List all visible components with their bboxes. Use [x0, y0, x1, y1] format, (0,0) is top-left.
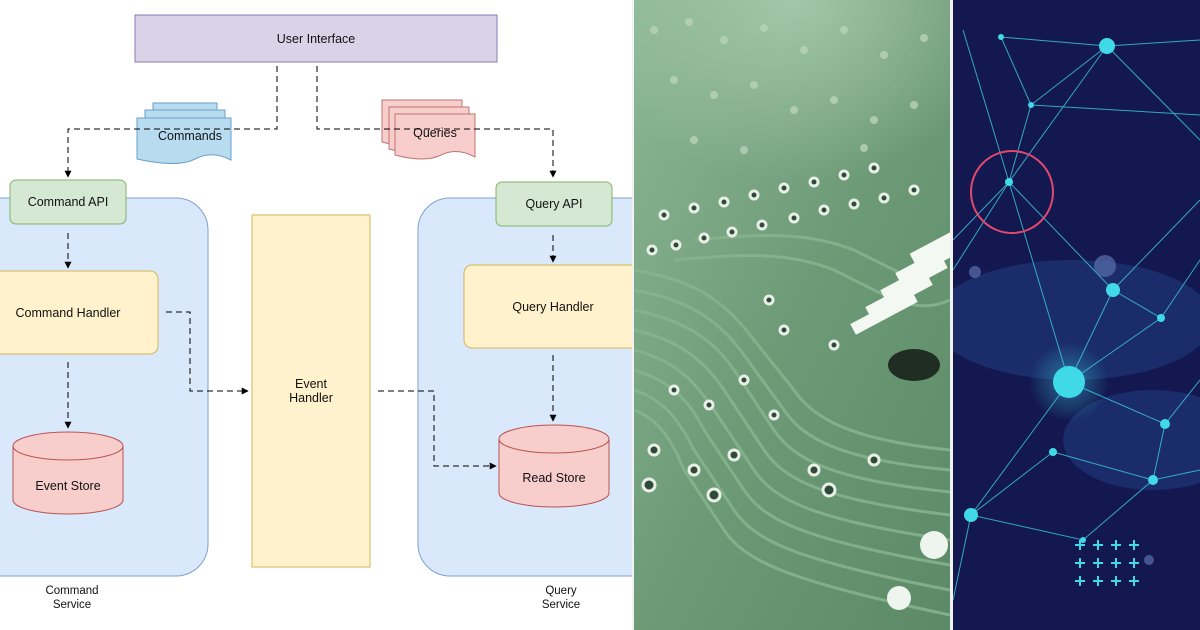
event-handler-label-line1: Event	[295, 377, 327, 391]
query-handler-box	[463, 264, 632, 349]
plus-pattern	[1075, 540, 1139, 586]
query-api-box	[495, 181, 613, 227]
query-service-container	[417, 197, 632, 577]
command-api-label: Command API	[28, 195, 109, 209]
queries-document-stack	[381, 99, 476, 160]
event-handler-box	[251, 214, 371, 568]
command-handler-box	[0, 270, 159, 355]
mounting-hole	[888, 349, 940, 381]
query-service-caption-line2: Service	[542, 599, 580, 611]
network-nodes	[964, 34, 1170, 543]
event-store-label: Event Store	[35, 479, 100, 493]
query-api-label: Query API	[526, 197, 583, 211]
command-api-box	[9, 179, 127, 225]
circuit-board-image	[634, 0, 950, 630]
read-store-cylinder	[498, 424, 610, 508]
command-service-caption-line1: Command	[45, 585, 98, 597]
network-graph-illustration	[953, 0, 1200, 630]
user-interface-box	[134, 14, 498, 63]
highlight-ring	[970, 150, 1054, 234]
read-store-label: Read Store	[522, 471, 585, 485]
flow-connectors	[64, 233, 557, 470]
user-interface-label: User Interface	[277, 32, 356, 46]
command-handler-label: Command Handler	[16, 306, 121, 320]
command-service-container	[0, 197, 209, 577]
queries-label: Queries	[413, 126, 457, 140]
commands-document-stack	[136, 102, 232, 164]
event-handler-label-line2: Handler	[289, 391, 333, 405]
connector-pins	[850, 225, 950, 335]
commands-label: Commands	[158, 129, 222, 143]
panel-divider	[632, 0, 634, 630]
command-service-caption-line2: Service	[53, 599, 91, 611]
ui-connectors	[64, 66, 557, 178]
network-graph-image	[953, 0, 1200, 630]
query-handler-label: Query Handler	[512, 300, 593, 314]
cqrs-diagram: User Interface Commands Queries Command …	[0, 14, 632, 611]
cqrs-diagram-svg: User Interface Commands Queries Command …	[0, 14, 632, 611]
query-service-caption-line1: Query	[545, 585, 577, 597]
event-store-cylinder	[12, 431, 124, 515]
circuit-board-photo	[634, 0, 950, 630]
panel-divider-2	[950, 0, 953, 630]
